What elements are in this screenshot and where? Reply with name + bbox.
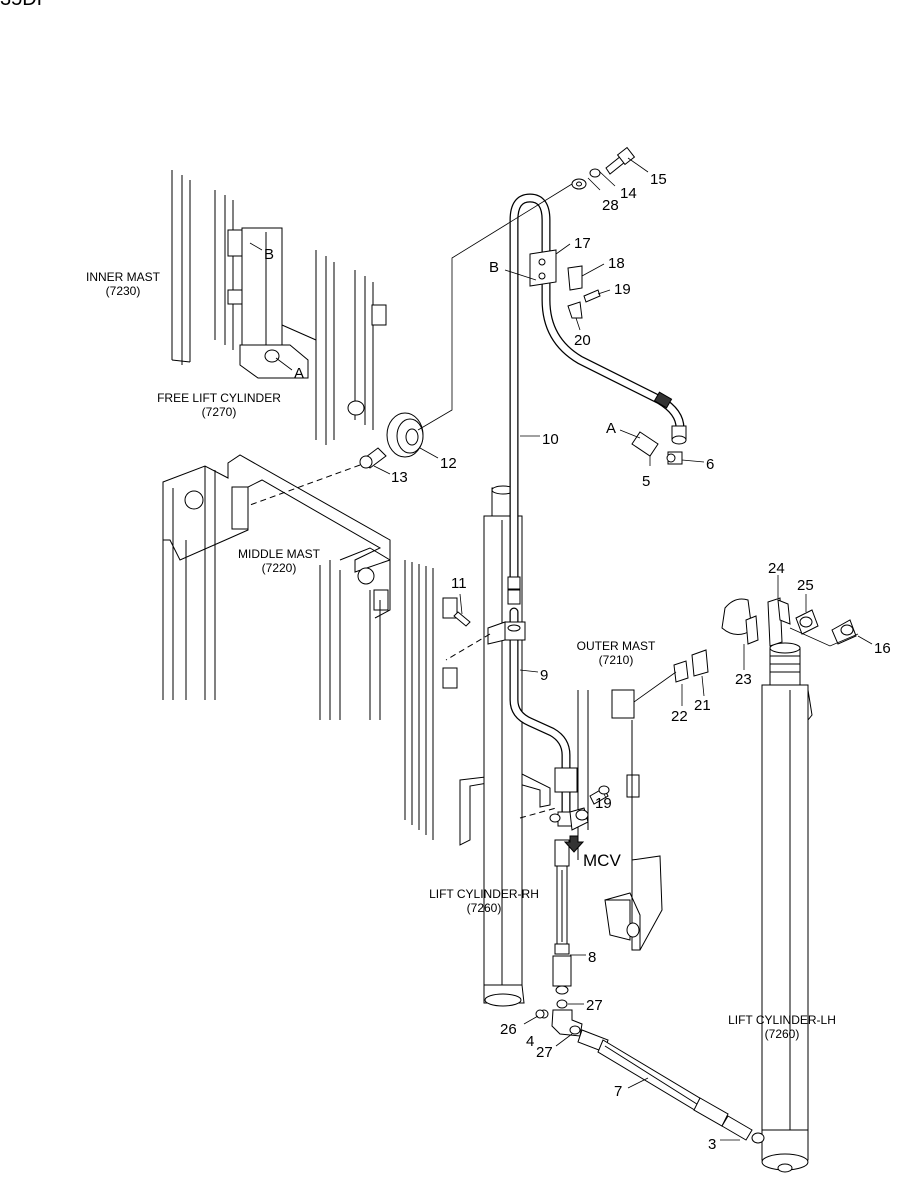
part-number-6: 6	[706, 456, 714, 473]
part-number-25: 25	[797, 577, 814, 594]
leader-lines	[249, 157, 873, 1141]
reference-a-inner: A	[294, 365, 304, 382]
small-parts	[359, 146, 857, 1019]
middle-mast-code: (7220)	[262, 561, 297, 575]
part-number-10: 10	[542, 431, 559, 448]
lift-cylinder-rh-label: LIFT CYLINDER-RH	[429, 887, 539, 901]
lift-cylinder-lh-drawing	[761, 642, 813, 1173]
inner-mast-drawing	[171, 170, 387, 445]
free-lift-cylinder-code: (7270)	[202, 405, 237, 419]
part-number-22: 22	[671, 708, 688, 725]
part-number-15: 15	[650, 171, 667, 188]
lift-cylinder-lh-label: LIFT CYLINDER-LH	[728, 1013, 836, 1027]
middle-mast-label: MIDDLE MAST	[238, 547, 321, 561]
free-lift-cylinder-label: FREE LIFT CYLINDER	[157, 391, 281, 405]
part-number-27-lower: 27	[536, 1044, 553, 1061]
part-number-26: 26	[500, 1021, 517, 1038]
outer-mast-drawing	[404, 560, 663, 951]
part-number-9: 9	[540, 667, 548, 684]
pipe-9	[487, 607, 589, 831]
reference-a-pin: A	[606, 420, 616, 437]
part-number-19-lower: 19	[595, 795, 612, 812]
part-number-16: 16	[874, 640, 891, 657]
part-number-8: 8	[588, 949, 596, 966]
part-number-13: 13	[391, 469, 408, 486]
part-number-21: 21	[694, 697, 711, 714]
outer-mast-code: (7210)	[599, 653, 634, 667]
part-number-19-upper: 19	[614, 281, 631, 298]
part-number-18: 18	[608, 255, 625, 272]
middle-mast-drawing	[162, 454, 391, 720]
part-number-3: 3	[708, 1136, 716, 1153]
inner-mast-label: INNER MAST	[86, 270, 161, 284]
lift-cylinder-lh-code: (7260)	[765, 1027, 800, 1041]
page-title: 35DF	[0, 0, 49, 11]
reference-b-bracket: B	[489, 259, 499, 276]
part-number-20: 20	[574, 332, 591, 349]
part-number-23: 23	[735, 671, 752, 688]
part-number-14: 14	[620, 185, 637, 202]
hose-8	[552, 839, 572, 1009]
part-number-28: 28	[602, 197, 619, 214]
hose-7-assembly	[539, 1009, 765, 1144]
part-number-11: 11	[451, 575, 467, 592]
outer-mast-label: OUTER MAST	[577, 639, 656, 653]
inner-mast-code: (7230)	[106, 284, 141, 298]
part-number-12: 12	[440, 455, 457, 472]
part-number-4: 4	[526, 1033, 534, 1050]
part-number-7: 7	[614, 1083, 622, 1100]
reference-b-inner: B	[264, 246, 274, 263]
part-number-5: 5	[642, 473, 650, 490]
pipe-10	[507, 193, 687, 605]
part-number-24: 24	[768, 560, 785, 577]
lift-cylinder-rh-code: (7260)	[467, 901, 502, 915]
mcv-label: MCV	[583, 851, 621, 870]
part-number-27-upper: 27	[586, 997, 603, 1014]
part-number-17: 17	[574, 235, 591, 252]
